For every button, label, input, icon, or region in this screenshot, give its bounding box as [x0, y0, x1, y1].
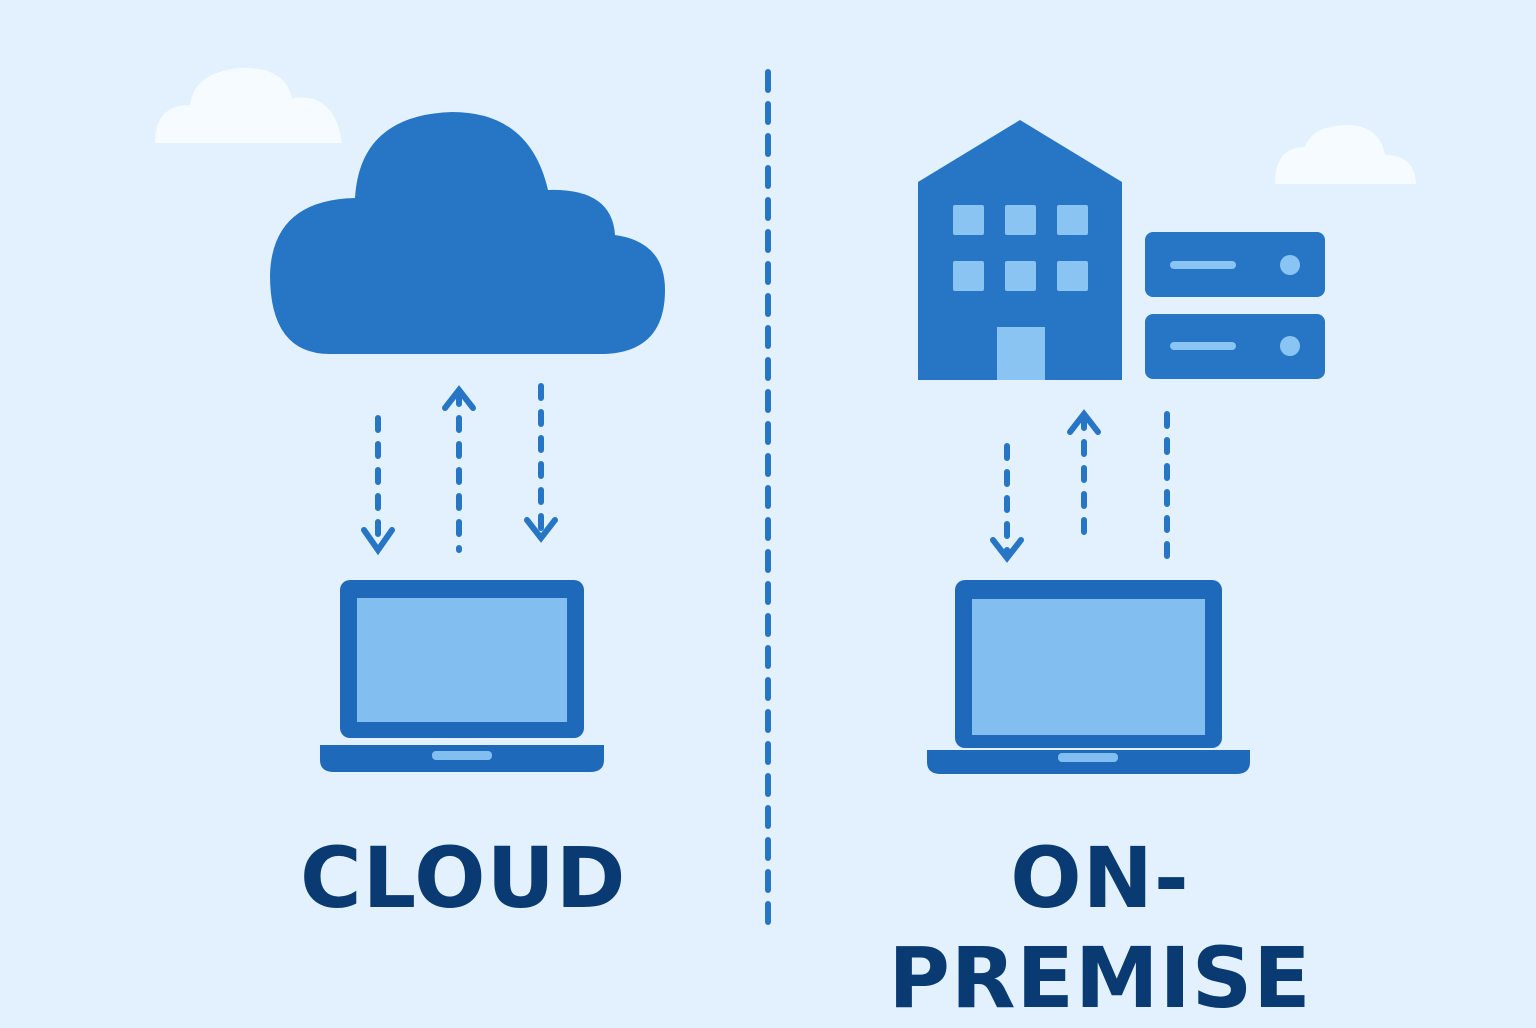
on-premise-label: ON-PREMISE [888, 829, 1312, 1027]
arrow-down-icon [524, 383, 558, 543]
server-icon [1145, 314, 1325, 379]
arrow-up-icon [1067, 409, 1101, 549]
decor-cloud-icon [1275, 125, 1416, 184]
arrow-up-icon [442, 385, 476, 553]
arrow-down-icon [990, 443, 1024, 563]
arrow-down-icon [361, 415, 395, 556]
laptop-icon [927, 580, 1250, 774]
decor-cloud-icon [155, 68, 342, 143]
building-icon [918, 120, 1122, 380]
cloud-label: CLOUD [300, 829, 627, 927]
server-icon [1145, 232, 1325, 297]
cloud-icon [270, 112, 665, 354]
laptop-icon [320, 580, 604, 772]
